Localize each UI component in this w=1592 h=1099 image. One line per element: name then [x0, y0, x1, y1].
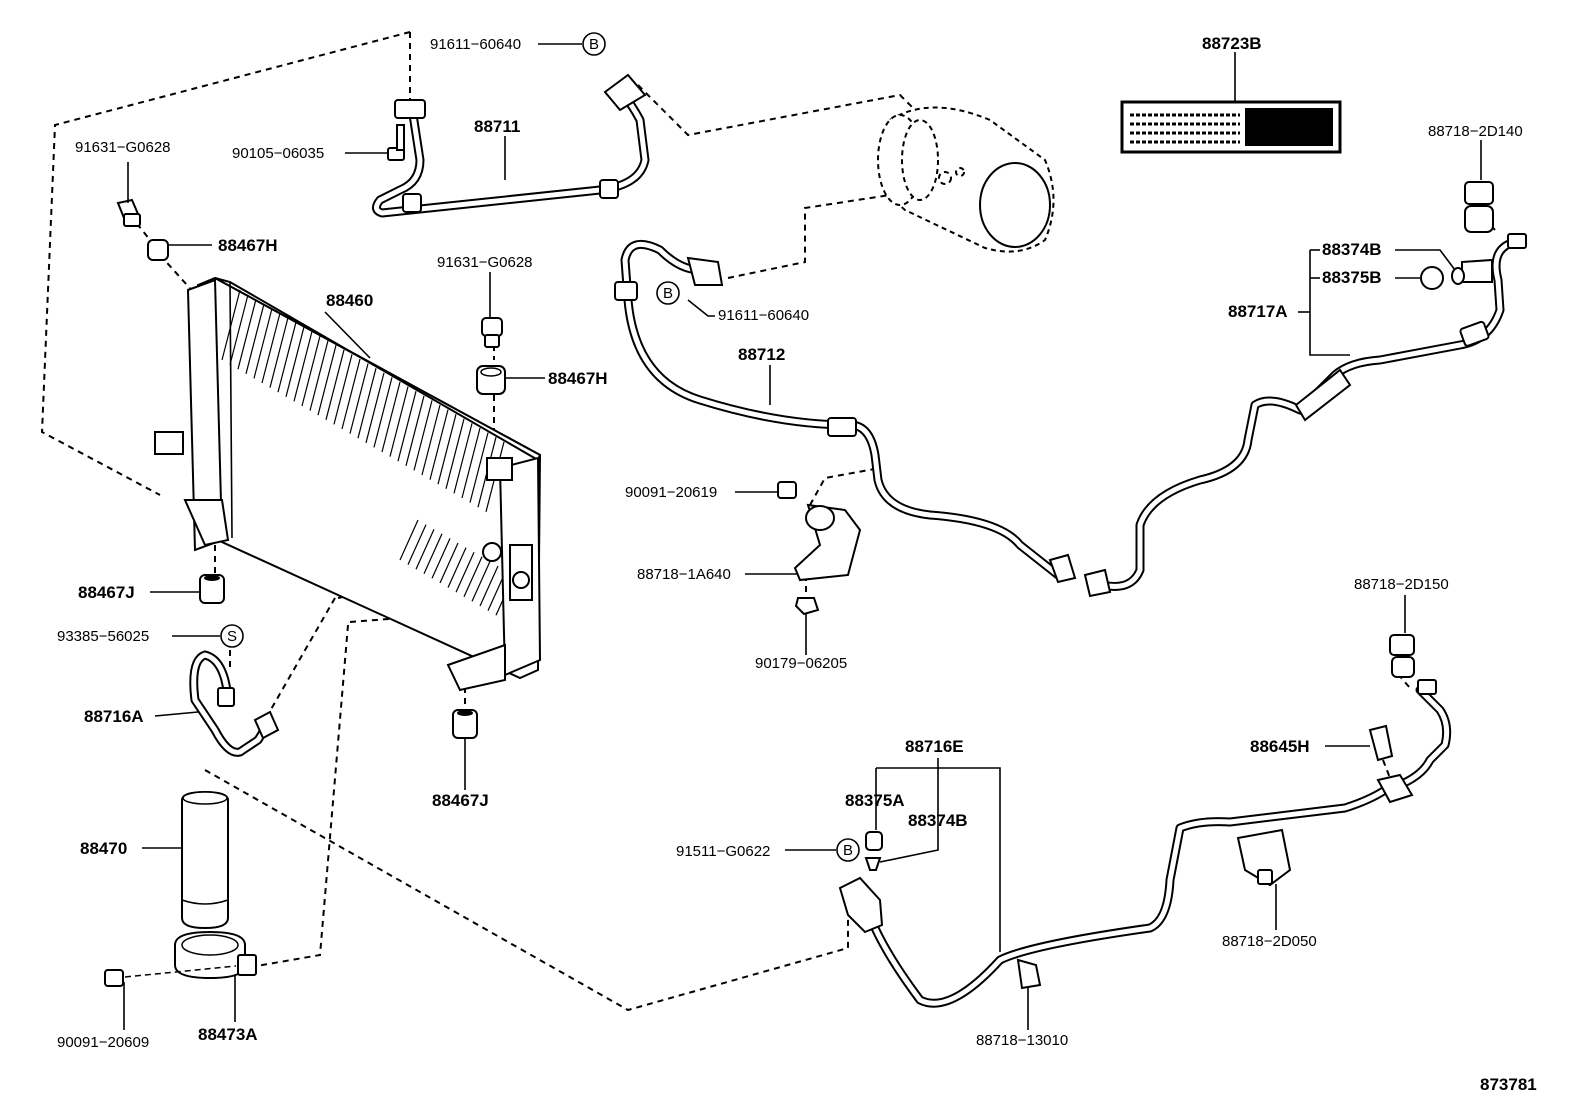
- label-90105-06035: 90105−06035: [232, 145, 324, 162]
- label-88711: 88711: [474, 117, 520, 136]
- label-88467h-mid: 88467H: [548, 369, 608, 388]
- label-88717a: 88717A: [1228, 302, 1288, 321]
- label-plate-print: [1130, 108, 1333, 146]
- marker-b-top-letter: B: [589, 36, 599, 53]
- label-88645h: 88645H: [1250, 737, 1310, 756]
- dryer-bracket: [124, 930, 257, 980]
- receiver-dryer: [181, 790, 229, 930]
- diagram-code: 873781: [1480, 1075, 1537, 1094]
- label-88467h-left: 88467H: [218, 236, 278, 255]
- label-88716e: 88716E: [905, 737, 964, 756]
- label-88718-2d150: 88718−2D150: [1354, 576, 1449, 593]
- label-88718-2d140: 88718−2D140: [1428, 123, 1523, 140]
- label-91631-g0628-left: 91631−G0628: [75, 139, 171, 156]
- label-91611-60640-mid: 91611−60640: [718, 307, 809, 324]
- marker-s-left: S: [220, 624, 244, 648]
- marker-b-mid-letter: B: [663, 285, 673, 302]
- marker-b-mid: B: [656, 281, 680, 305]
- label-88723b: 88723B: [1202, 34, 1262, 53]
- label-88473a: 88473A: [198, 1025, 258, 1044]
- label-90179-06205: 90179−06205: [755, 655, 847, 672]
- label-90091-20619: 90091−20619: [625, 484, 717, 501]
- fasteners: [104, 100, 1494, 990]
- marker-s-left-letter: S: [227, 628, 237, 645]
- condenser-core: [154, 276, 542, 692]
- label-88712: 88712: [738, 345, 785, 364]
- marker-b-top: B: [582, 32, 606, 56]
- marker-b-bottom-letter: B: [843, 842, 853, 859]
- label-88467j-bottom: 88467J: [432, 791, 489, 810]
- condenser-fins: [221, 289, 523, 621]
- label-88467j-left: 88467J: [78, 583, 135, 602]
- pipe-88716a: [189, 650, 280, 757]
- part-labels: 91611−60640 91631−G0628 90105−06035 8871…: [57, 34, 1537, 1094]
- leader-lines: [123, 43, 1482, 1030]
- compressor: [877, 106, 1055, 253]
- label-88716a: 88716A: [84, 707, 144, 726]
- marker-b-bottom: B: [836, 838, 860, 862]
- label-88375b: 88375B: [1322, 268, 1382, 287]
- label-93385-56025: 93385−56025: [57, 628, 149, 645]
- pipe-88716e: [838, 679, 1452, 1008]
- label-91611-60640-top: 91611−60640: [430, 36, 521, 53]
- label-91631-g0628-mid: 91631−G0628: [437, 254, 533, 271]
- pipe-88717a: [1083, 233, 1527, 598]
- pipe-88711: [372, 73, 650, 218]
- label-88374b-bottom: 88374B: [908, 811, 968, 830]
- label-88718-1a640: 88718−1A640: [637, 566, 731, 583]
- label-88460: 88460: [326, 291, 373, 310]
- label-88718-13010: 88718−13010: [976, 1032, 1068, 1049]
- label-88718-2d050: 88718−2D050: [1222, 933, 1317, 950]
- label-88470: 88470: [80, 839, 127, 858]
- label-91511-g0622: 91511−G0622: [676, 843, 770, 860]
- label-90091-20609: 90091−20609: [57, 1034, 149, 1051]
- label-88375a: 88375A: [845, 791, 905, 810]
- pipe-88712: [614, 239, 1077, 584]
- label-88374b-top: 88374B: [1322, 240, 1382, 259]
